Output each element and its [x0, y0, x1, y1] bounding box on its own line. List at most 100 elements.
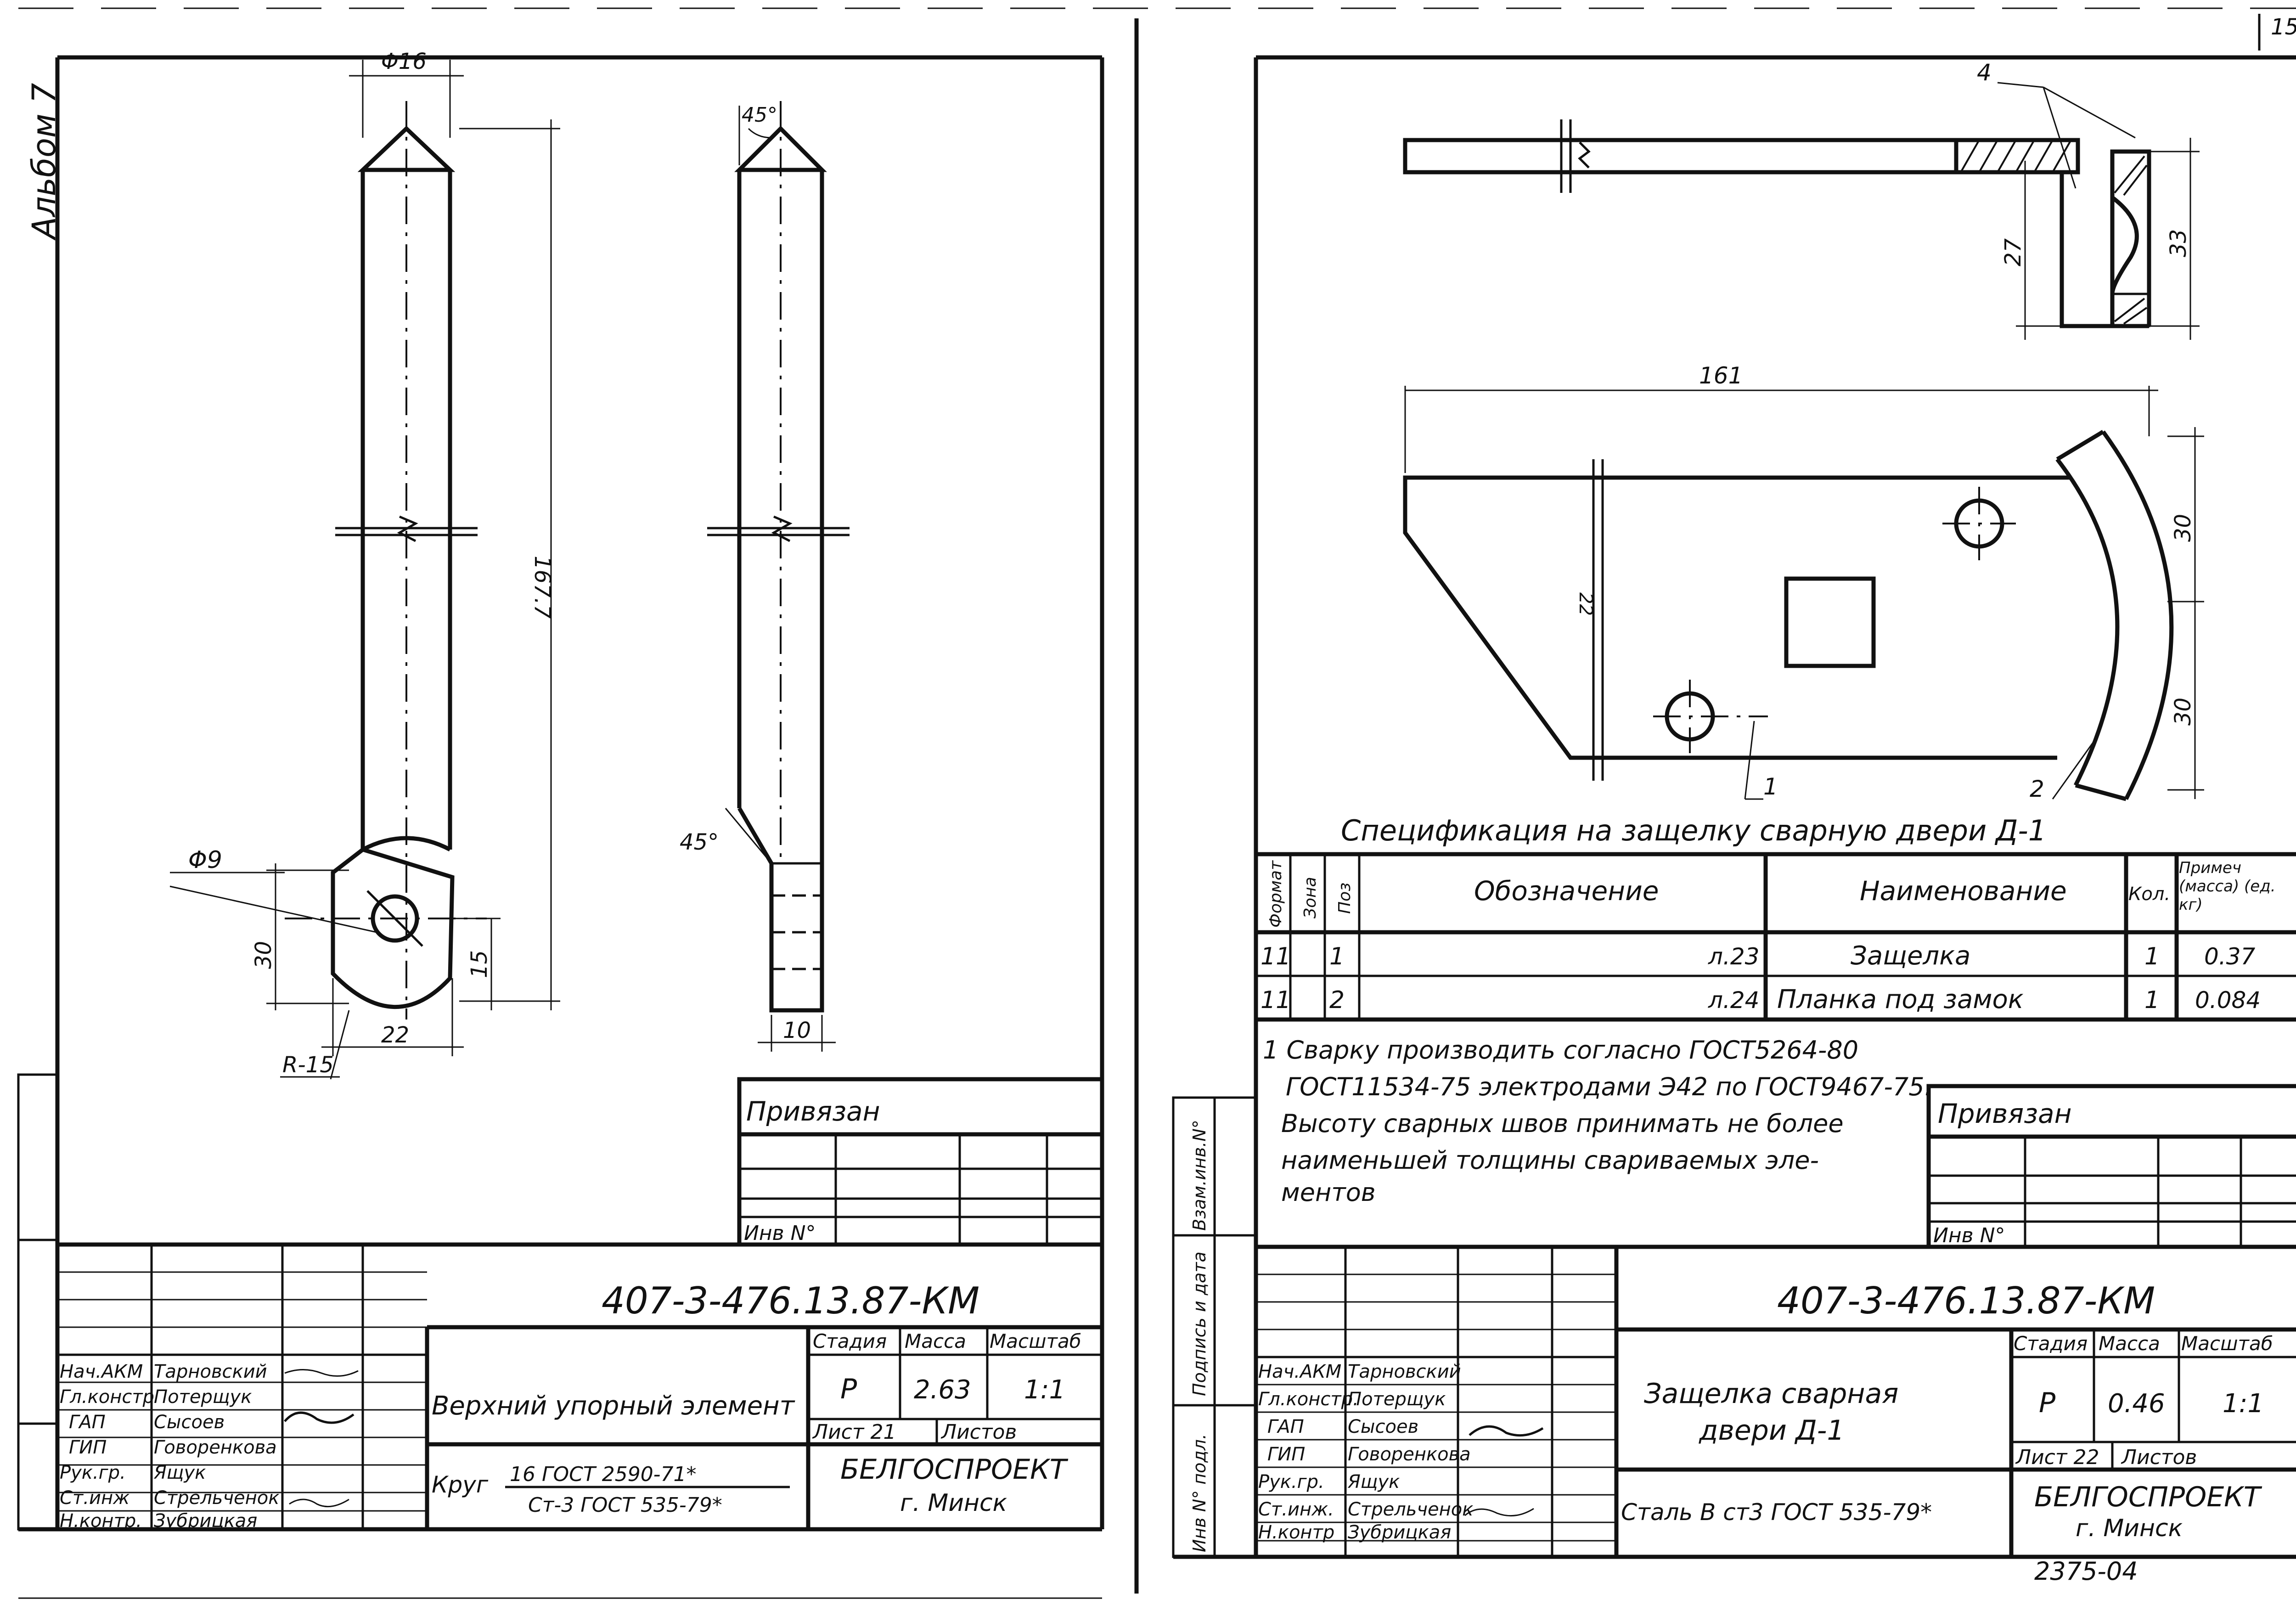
left-staff-name-0: Тарновский [154, 1361, 267, 1382]
spec-header-designation: Обозначение [1474, 875, 1659, 907]
right-staff-role-4: Рук.гр. [1258, 1471, 1324, 1493]
upper-stop-element-side-view: 45° 45° 10 [680, 101, 850, 1052]
right-title-line-2: двери Д-1 [1699, 1414, 1845, 1447]
left-sheet: Φ16 167.7 Φ9 30 15 22 R-15 [17, 49, 1104, 1599]
dim-len161: 161 [1699, 362, 1743, 389]
spec-row-2-qty: 1 [2144, 986, 2160, 1014]
right-title-block: Нач.АКМ Тарновский Гл.констр. Потерщук Г… [1256, 1245, 2296, 1557]
left-doc-code: 407-3-476.13.87-КМ [602, 1279, 979, 1322]
dim-d-top: Φ16 [381, 49, 427, 74]
left-header-stage: Стадия [813, 1330, 887, 1352]
spec-row-1: 11 1 л.23 Защелка 1 0.37 [1261, 941, 2256, 971]
left-title: Верхний упорный элемент [432, 1391, 795, 1421]
right-staff-name-6: Зубрицкая [1348, 1522, 1451, 1543]
spec-header-qty: Кол. [2128, 884, 2170, 905]
right-sheet-number: Лист 22 [2015, 1446, 2099, 1469]
dim-radius: R-15 [282, 1052, 334, 1078]
latch-top-view: 33 27 4 [1403, 59, 2200, 340]
upper-stop-element-front-view: Φ16 167.7 Φ9 30 15 22 R-15 [169, 49, 560, 1080]
right-staff-name-0: Тарновский [1348, 1361, 1461, 1382]
spec-row-1-note: 0.37 [2204, 943, 2256, 970]
dim-h30: 30 [251, 941, 276, 969]
left-sheets-label: Листов [940, 1420, 1017, 1444]
right-privyazan-label: Привязан [1938, 1098, 2072, 1129]
left-staff-name-6: Зубрицкая [154, 1510, 257, 1532]
left-staff-role-1: Гл.констр [60, 1386, 154, 1408]
note-line-1: 1 Сварку производить согласно ГОСТ5264-8… [1263, 1036, 1858, 1065]
specification-table: Спецификация на защелку сварную двери Д-… [1254, 814, 2296, 1022]
spec-row-2-note: 0.084 [2195, 987, 2261, 1014]
right-staff-role-5: Ст.инж. [1258, 1499, 1334, 1520]
left-staff-role-3: ГИП [69, 1437, 107, 1458]
left-title-block: Нач.АКМ Тарновский Гл.констр Потерщук ГА… [57, 1242, 1102, 1532]
right-staff-name-5: Стрельченок [1348, 1499, 1473, 1520]
left-signature-0 [284, 1369, 359, 1377]
spec-row-2: 11 2 л.24 Планка под замок 1 0.084 [1261, 985, 2261, 1014]
right-sheets-label: Листов [2121, 1446, 2197, 1469]
left-material-name: Круг [432, 1471, 489, 1498]
left-privyazan-block: Привязан Инв N° [737, 1077, 1104, 1247]
dim-v30b: 30 [2170, 698, 2196, 726]
right-header-stage: Стадия [2014, 1332, 2088, 1355]
archive-stamp-number: 2375-04 [2034, 1557, 2138, 1586]
dim-w22: 22 [381, 1022, 409, 1048]
left-staff-name-2: Сысоев [154, 1412, 225, 1433]
right-org-name: БЕЛГОСПРОЕКТ [2034, 1481, 2262, 1513]
side-label-signature: Подпись и дата [1189, 1251, 1210, 1396]
spec-row-2-name: Планка под замок [1777, 985, 2024, 1014]
left-material-top: 16 ГОСТ 2590-71* [510, 1463, 697, 1486]
left-org-city: г. Минск [900, 1489, 1007, 1517]
spec-row-1-qty: 1 [2144, 943, 2160, 970]
left-material-bottom: Ст-3 ГОСТ 535-79* [528, 1493, 722, 1517]
left-header-scale: Масштаб [990, 1330, 1081, 1352]
dim-angle-bottom: 45° [680, 829, 719, 855]
right-sheet: Взам.инв.N° Подпись и дата Инв N° подл. [1172, 55, 2296, 1586]
spec-row-1-name: Защелка [1851, 941, 1970, 971]
left-staff-role-5: Ст.инж [60, 1487, 129, 1509]
left-mass-value: 2.63 [914, 1375, 971, 1405]
dim-d-hole: Φ9 [188, 846, 222, 874]
left-header-mass: Масса [905, 1330, 966, 1352]
dim-w10: 10 [783, 1018, 811, 1043]
spec-row-2-designation: л.24 [1708, 987, 1759, 1014]
welding-notes: 1 Сварку производить согласно ГОСТ5264-8… [1263, 1036, 1932, 1207]
right-scale-value: 1:1 [2223, 1389, 2264, 1419]
dim-h33: 33 [2166, 229, 2191, 257]
right-staff-role-3: ГИП [1267, 1444, 1305, 1465]
right-header-mass: Масса [2099, 1332, 2160, 1355]
dim-h27: 27 [2000, 238, 2026, 266]
note-line-3: Высоту сварных швов принимать не более [1281, 1109, 1844, 1138]
right-privyazan-block: Привязан Инв N° [1926, 1084, 2296, 1249]
left-binding-strip [17, 1073, 59, 1531]
left-staff-name-4: Ящук [153, 1462, 206, 1483]
right-staff-name-1: Потерщук [1348, 1389, 1446, 1410]
dim-h15: 15 [467, 950, 492, 978]
left-inv-no-label: Инв N° [744, 1222, 816, 1245]
right-signature-2 [1469, 1425, 1544, 1437]
spec-header-note: Примеч (масса) (ед. кг) [2179, 859, 2276, 914]
dim-angle-top: 45° [742, 103, 777, 127]
spec-row-2-pos: 2 [1329, 986, 1345, 1014]
right-staff-name-4: Ящук [1347, 1471, 1400, 1493]
spec-row-1-designation: л.23 [1708, 943, 1759, 970]
right-inv-no-label: Инв N° [1933, 1224, 2005, 1247]
right-staff-list: Нач.АКМ Тарновский Гл.констр. Потерщук Г… [1258, 1361, 1473, 1543]
right-org-city: г. Минск [2076, 1515, 2183, 1542]
left-signature-5 [289, 1498, 349, 1508]
side-label-inv: Инв N° подл. [1189, 1434, 1210, 1552]
right-signature-5 [1464, 1508, 1534, 1517]
left-staff-role-6: Н.контр. [60, 1510, 142, 1532]
spec-header-format: Формат [1266, 860, 1285, 928]
dim-v22: 22 [1575, 592, 1596, 616]
right-staff-role-6: Н.контр [1258, 1522, 1334, 1543]
dim-length: 167.7 [529, 556, 555, 619]
left-signature-2 [284, 1411, 355, 1424]
right-staff-name-2: Сысоев [1348, 1416, 1418, 1437]
right-header-scale: Масштаб [2181, 1332, 2273, 1355]
left-privyazan-label: Привязан [746, 1096, 880, 1127]
right-staff-name-3: Говоренкова [1348, 1444, 1471, 1465]
right-material: Сталь В ст3 ГОСТ 535-79* [1621, 1499, 1932, 1526]
spec-row-1-pos: 1 [1329, 943, 1345, 970]
left-staff-name-5: Стрельченок [154, 1487, 279, 1509]
